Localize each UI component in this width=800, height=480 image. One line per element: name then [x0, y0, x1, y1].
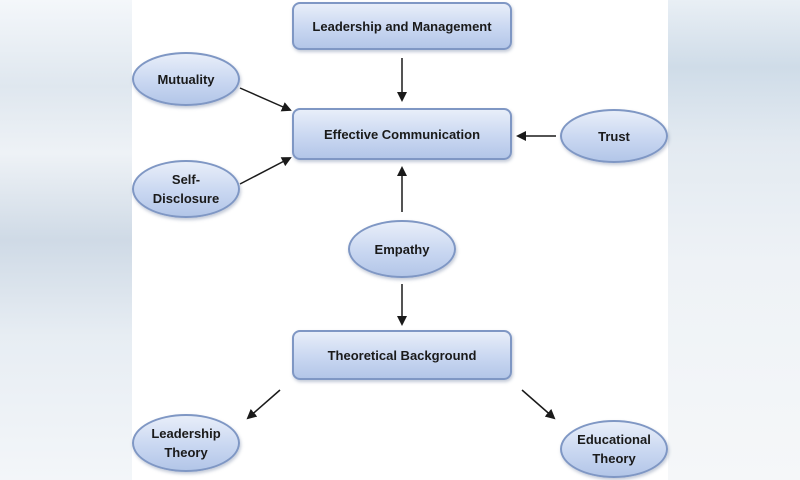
node-self-disclosure-label-line1: Self- [171, 172, 201, 187]
node-theoretical-background-label: Theoretical Background [327, 347, 477, 363]
node-trust-label: Trust [598, 128, 630, 144]
node-empathy: Empathy [348, 220, 456, 278]
node-self-disclosure-label-line2: Disclosure [152, 191, 220, 206]
node-mutuality: Mutuality [132, 52, 240, 106]
node-leadership-theory: Leadership Theory [132, 414, 240, 472]
node-educational-theory: Educational Theory [560, 420, 668, 478]
arrow-mutuality-to-communication [239, 87, 292, 112]
arrow-selfdisclosure-to-communication [239, 157, 292, 185]
node-effective-communication-label: Effective Communication [323, 126, 481, 142]
node-educational-theory-label-line2: Theory [592, 451, 636, 466]
node-leadership-management-label: Leadership and Management [312, 18, 492, 34]
node-effective-communication: Effective Communication [292, 108, 512, 160]
left-background-panel [0, 0, 132, 480]
node-theoretical-background: Theoretical Background [292, 330, 512, 380]
node-trust: Trust [560, 109, 668, 163]
right-background-panel [668, 0, 800, 480]
arrow-theoretical-to-educational-theory [521, 389, 556, 420]
node-mutuality-label: Mutuality [157, 71, 215, 87]
arrow-theoretical-to-leadership-theory [246, 389, 281, 420]
node-leadership-management: Leadership and Management [292, 2, 512, 50]
node-leadership-theory-label-line1: Leadership [151, 426, 221, 441]
node-empathy-label: Empathy [374, 241, 430, 257]
node-leadership-theory-label-line2: Theory [164, 445, 208, 460]
node-educational-theory-label-line1: Educational [577, 432, 651, 447]
node-self-disclosure: Self- Disclosure [132, 160, 240, 218]
